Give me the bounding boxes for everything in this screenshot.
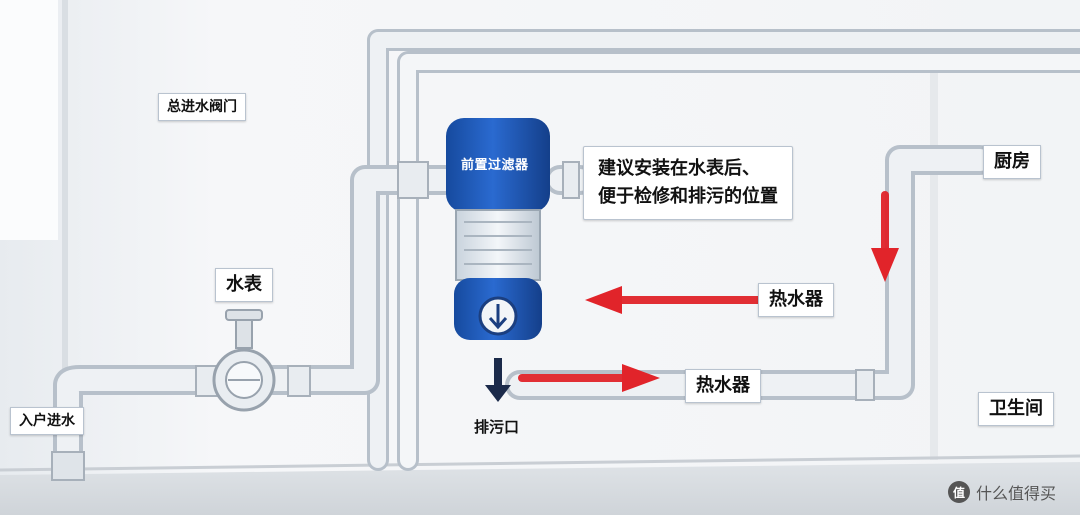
label-drain: 排污口 [474,418,520,436]
meter-fitting-right [287,365,311,397]
label-bathroom: 卫生间 [978,392,1054,426]
wall-column-edge [930,60,938,460]
label-main-valve: 总进水阀门 [158,93,246,121]
floor [0,462,1080,515]
water-meter-valve [212,309,276,412]
label-inlet: 入户进水 [10,407,84,435]
drain-arrow-head [485,385,511,402]
window-area [0,0,58,240]
install-note-line1: 建议安装在水表后、 [598,158,760,179]
prefilter-unit [446,118,550,340]
inlet-fitting [51,451,85,481]
label-heater-upper: 热水器 [758,283,834,317]
filter-inlet-fitting [397,161,429,199]
red-arrow-to-heater-head [622,364,660,392]
filter-outlet-fitting [562,161,580,199]
red-arrow-to-filter-head [585,286,622,314]
watermark-badge-icon: 值 [948,481,970,503]
filter-brand-text: 前置过滤器 [461,158,529,173]
baseboard [0,454,1080,472]
label-kitchen: 厨房 [983,145,1041,179]
watermark: 值 什么值得买 [948,480,1056,504]
wall-corner-edge [62,0,68,480]
label-water-meter: 水表 [215,268,273,302]
label-heater-lower: 热水器 [685,369,761,403]
loop-fitting [855,369,875,401]
watermark-text: 什么值得买 [976,484,1057,503]
install-note: 建议安装在水表后、 便于检修和排污的位置 [583,146,793,220]
red-arrow-down-head [871,248,899,282]
install-note-line2: 便于检修和排污的位置 [598,186,778,207]
second-pipe [400,54,1080,468]
